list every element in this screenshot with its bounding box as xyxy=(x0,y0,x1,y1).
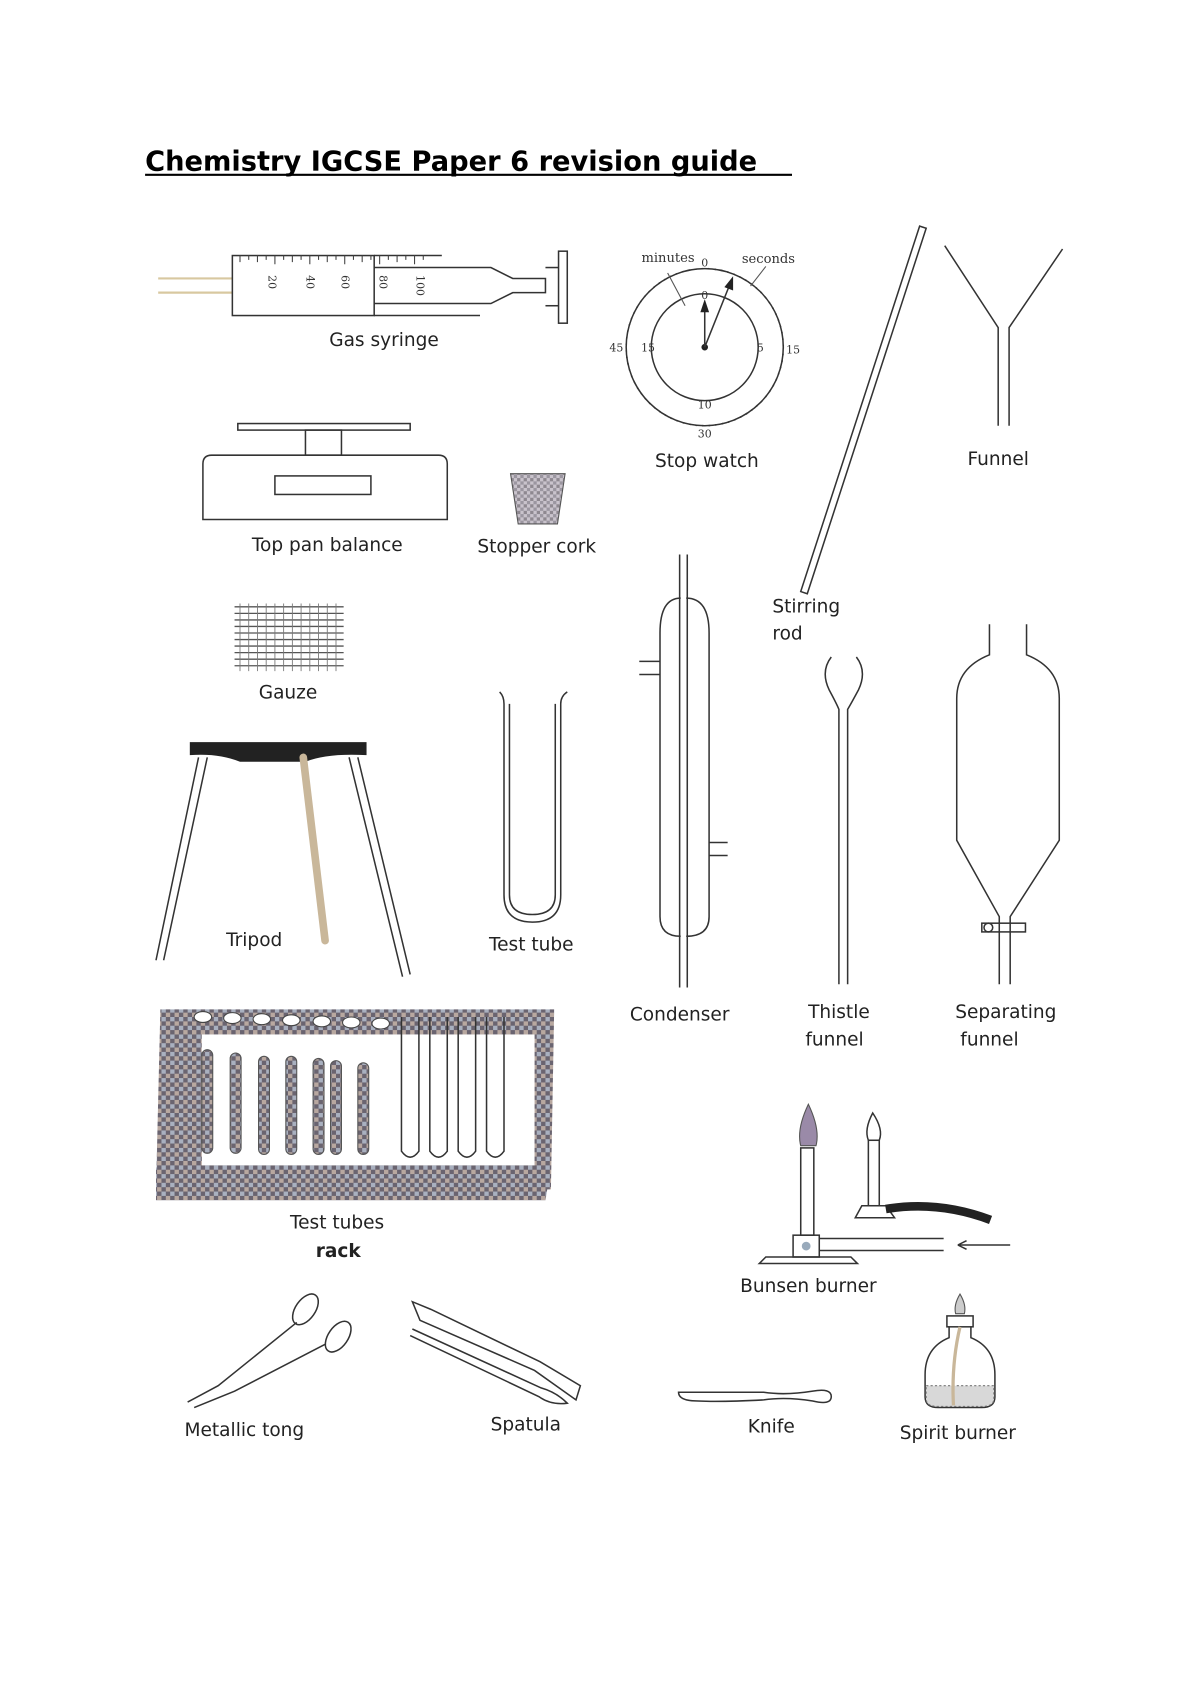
separating-funnel-illustration xyxy=(955,624,1061,985)
minutes-label: minutes xyxy=(641,251,694,266)
gauze-label: Gauze xyxy=(259,682,318,703)
separating-funnel-label-line2: funnel xyxy=(960,1029,1018,1050)
inner-0: 0 xyxy=(701,289,708,302)
metallic-tong-illustration xyxy=(187,1293,352,1409)
thistle-funnel-label-line1: Thistle xyxy=(807,1002,870,1023)
condenser-illustration xyxy=(639,554,728,988)
spirit-burner-label: Spirit burner xyxy=(900,1423,1017,1444)
test-tube-label: Test tube xyxy=(488,934,574,955)
tripod-label: Tripod xyxy=(225,930,282,951)
syringe-scale-20: 20 xyxy=(265,275,278,289)
stopper-cork-illustration xyxy=(509,473,566,525)
stirring-rod-label-line2: rod xyxy=(772,624,802,645)
gauze-illustration xyxy=(234,603,344,672)
inner-15: 15 xyxy=(641,342,655,355)
top-pan-balance-label: Top pan balance xyxy=(251,535,403,556)
test-tubes-rack-label-line1: Test tubes xyxy=(289,1213,384,1234)
stirring-rod-label-line1: Stirring xyxy=(772,596,840,617)
stop-watch-illustration: minutes seconds 0 45 15 30 0 15 5 10 xyxy=(609,251,800,441)
spirit-burner-illustration xyxy=(924,1293,996,1409)
syringe-scale-80: 80 xyxy=(377,275,390,289)
syringe-scale-40: 40 xyxy=(304,275,317,289)
outer-30: 30 xyxy=(698,428,712,441)
bunsen-burner-illustration xyxy=(757,1103,1011,1265)
inner-5: 5 xyxy=(757,342,764,355)
seconds-label: seconds xyxy=(742,252,795,267)
outer-15: 15 xyxy=(786,344,800,357)
test-tube-illustration xyxy=(499,691,568,923)
stopper-cork-label: Stopper cork xyxy=(477,536,596,557)
stirring-rod-illustration xyxy=(799,225,928,595)
metallic-tong-label: Metallic tong xyxy=(185,1420,305,1441)
thistle-funnel-illustration xyxy=(824,656,864,985)
outer-45: 45 xyxy=(609,342,623,355)
outer-0: 0 xyxy=(701,256,708,269)
test-tubes-rack-illustration xyxy=(156,1009,555,1201)
top-pan-balance-illustration xyxy=(202,422,449,521)
funnel-illustration xyxy=(944,245,1064,426)
inner-10: 10 xyxy=(698,398,712,411)
condenser-label: Condenser xyxy=(630,1004,730,1025)
test-tubes-rack-label-line2: rack xyxy=(316,1241,362,1262)
separating-funnel-label-line1: Separating xyxy=(955,1002,1056,1023)
stop-watch-label: Stop watch xyxy=(655,451,759,472)
bunsen-burner-label: Bunsen burner xyxy=(740,1276,877,1297)
tripod-illustration xyxy=(155,742,411,977)
spatula-label: Spatula xyxy=(491,1414,561,1435)
syringe-scale-60: 60 xyxy=(338,275,351,289)
funnel-label: Funnel xyxy=(967,449,1028,470)
gas-syringe-illustration: 20 40 60 80 100 xyxy=(158,250,569,324)
page-title: Chemistry IGCSE Paper 6 revision guide xyxy=(145,146,757,177)
knife-label: Knife xyxy=(748,1417,795,1438)
spatula-illustration xyxy=(409,1300,582,1405)
thistle-funnel-label-line2: funnel xyxy=(805,1029,863,1050)
knife-illustration xyxy=(677,1389,833,1404)
gas-syringe-label: Gas syringe xyxy=(329,330,439,351)
syringe-scale-100: 100 xyxy=(414,275,427,296)
